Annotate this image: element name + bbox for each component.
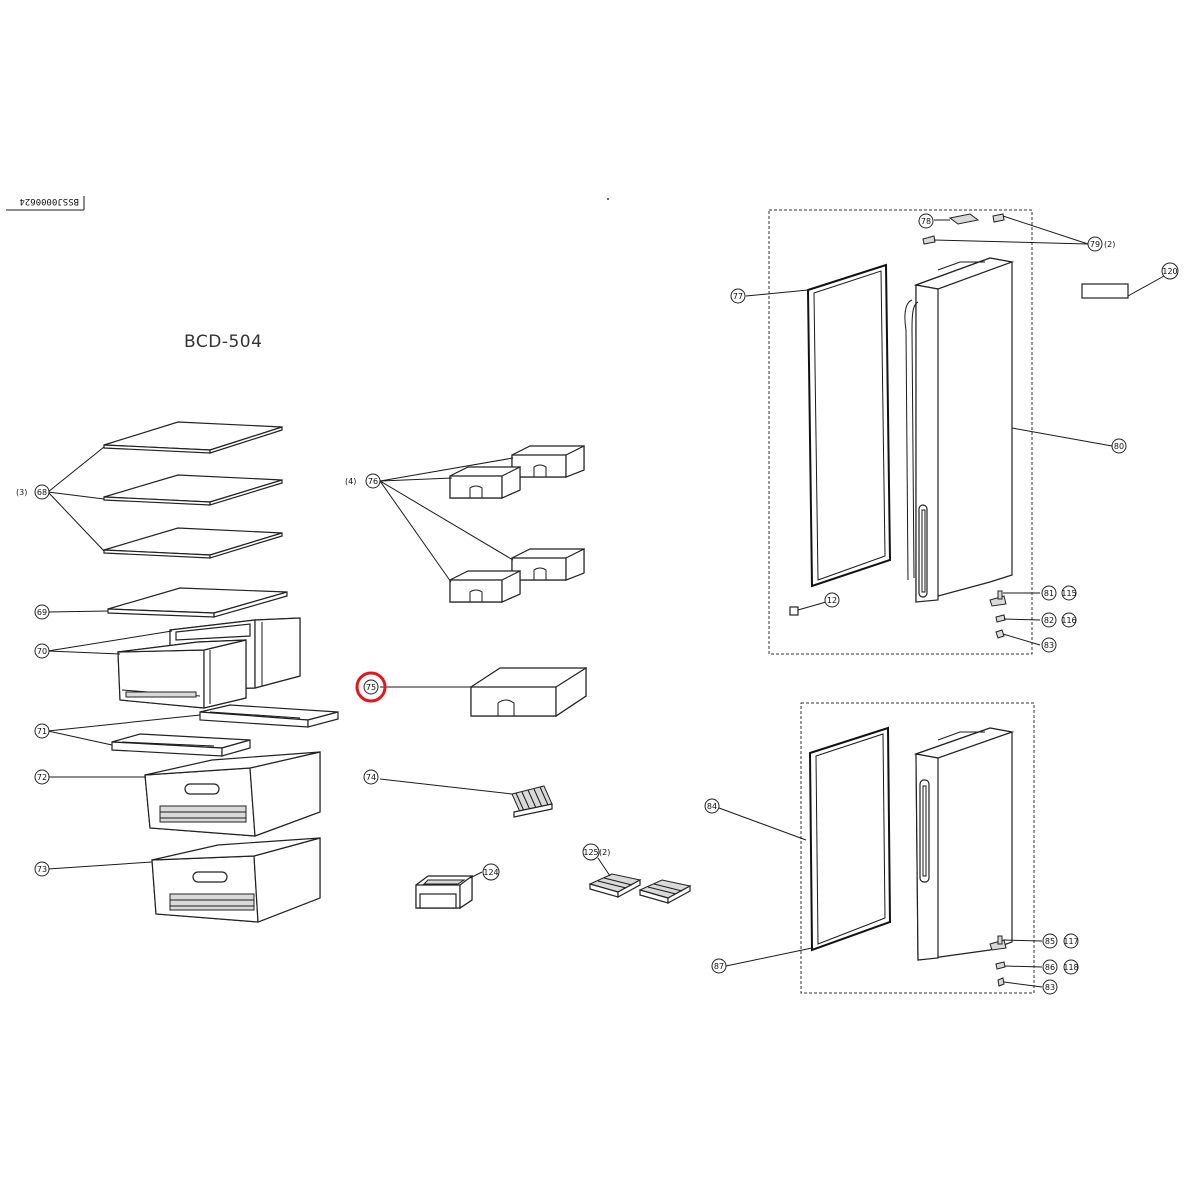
callout-117: 117 — [1063, 933, 1079, 949]
door-bin — [511, 548, 585, 581]
crisper-drawer-front — [117, 639, 247, 709]
top-hinge-parts — [922, 213, 1089, 245]
model-title: BCD-504 — [184, 332, 262, 352]
callout-87: 87 — [711, 958, 727, 974]
drawer-shelf-right — [199, 704, 339, 728]
qty-125: (2) — [599, 848, 610, 857]
svg-text:68: 68 — [37, 488, 47, 497]
svg-text:81: 81 — [1044, 589, 1054, 598]
door-bin — [449, 570, 521, 603]
lower-door-hinge-parts — [989, 935, 1043, 988]
callout-75: 75 — [355, 671, 387, 703]
callout-72: 72 — [34, 769, 50, 785]
callout-77: 77 — [730, 288, 746, 304]
callout-12: 12 — [824, 592, 840, 608]
svg-text:75: 75 — [366, 683, 376, 692]
glass-shelf — [103, 421, 283, 454]
svg-text:85: 85 — [1045, 937, 1055, 946]
svg-text:80: 80 — [1114, 442, 1124, 451]
upper-door-panel — [904, 257, 1113, 603]
callout-81: 81 — [1041, 585, 1057, 601]
door-bin — [449, 466, 521, 499]
crisper-cover-shelf — [47, 587, 288, 618]
svg-text:120: 120 — [1162, 267, 1177, 276]
callout-70: 70 — [34, 643, 50, 659]
svg-text:115: 115 — [1061, 589, 1076, 598]
svg-text:82: 82 — [1044, 616, 1054, 625]
svg-text:118: 118 — [1063, 963, 1078, 972]
svg-text:73: 73 — [37, 865, 47, 874]
svg-text:117: 117 — [1063, 937, 1078, 946]
callout-83-upper: 83 — [1041, 637, 1057, 653]
callout-79: 79 (2) — [1087, 236, 1115, 252]
svg-text:72: 72 — [37, 773, 47, 782]
callout-120: 120 — [1161, 262, 1179, 280]
callout-83-lower: 83 — [1042, 979, 1058, 995]
svg-text:86: 86 — [1045, 963, 1055, 972]
callout-69: 69 — [34, 604, 50, 620]
drawing-code-label: BSSJ0000624 — [6, 196, 85, 211]
svg-text:83: 83 — [1044, 641, 1054, 650]
lower-door-assembly — [718, 702, 1043, 994]
callout-73: 73 — [34, 861, 50, 877]
callout-86: 86 — [1042, 959, 1058, 975]
callout-85: 85 — [1042, 933, 1058, 949]
glass-shelf-group — [47, 421, 283, 559]
svg-text:83: 83 — [1045, 983, 1055, 992]
svg-text:12: 12 — [827, 596, 837, 605]
label-plate — [1081, 275, 1165, 299]
svg-text:77: 77 — [733, 292, 743, 301]
qty-79: (2) — [1104, 240, 1115, 249]
highlight-ring-75 — [355, 671, 387, 703]
callout-71: 71 — [34, 723, 50, 739]
svg-text:70: 70 — [37, 647, 47, 656]
drawer-shelf-group — [47, 704, 339, 757]
ice-tray-group — [588, 857, 692, 905]
callout-115: 115 — [1061, 585, 1077, 601]
svg-text:71: 71 — [37, 727, 47, 736]
small-stopper — [789, 601, 827, 616]
qty-68: (3) — [16, 488, 27, 497]
glass-shelf — [103, 527, 283, 559]
callout-118: 118 — [1063, 959, 1079, 975]
lower-hinge-parts — [989, 590, 1041, 646]
svg-text:76: 76 — [368, 477, 378, 486]
svg-text:69: 69 — [37, 608, 47, 617]
svg-text:87: 87 — [714, 962, 724, 971]
svg-text:74: 74 — [366, 773, 376, 782]
callout-68: (3) 68 — [16, 484, 50, 500]
freezer-drawer-upper — [48, 751, 321, 837]
door-bin-group — [379, 445, 585, 603]
callout-82: 82 — [1041, 612, 1057, 628]
qty-76: (4) — [345, 477, 356, 486]
drawer-shelf-left — [111, 733, 251, 757]
callout-116: 116 — [1061, 612, 1077, 628]
svg-text:125: 125 — [583, 848, 598, 857]
callout-124: 124 — [482, 863, 500, 881]
svg-text:79: 79 — [1090, 240, 1100, 249]
bottle-holder — [379, 778, 553, 818]
crisper-drawer-group — [47, 617, 301, 709]
callout-78: 78 — [918, 213, 934, 229]
svg-text:78: 78 — [921, 217, 931, 226]
drawing-code-text: BSSJ0000624 — [19, 196, 79, 206]
door-bin — [511, 445, 585, 478]
svg-text:116: 116 — [1061, 616, 1076, 625]
svg-text:84: 84 — [707, 802, 717, 811]
upper-door-gasket — [745, 263, 892, 588]
callout-76: (4) 76 — [345, 473, 381, 489]
lower-door-gasket — [718, 726, 892, 967]
ice-box — [415, 871, 483, 910]
callout-80: 80 — [1111, 438, 1127, 454]
large-door-bin — [380, 666, 587, 718]
lower-door-panel — [913, 727, 1015, 961]
svg-text:124: 124 — [483, 868, 498, 877]
callout-74: 74 — [363, 769, 379, 785]
upper-door-assembly — [745, 209, 1113, 655]
callout-125: 125 (2) — [582, 843, 610, 861]
glass-shelf — [103, 474, 283, 506]
freezer-drawer-lower — [47, 837, 321, 923]
callout-84: 84 — [704, 798, 720, 814]
